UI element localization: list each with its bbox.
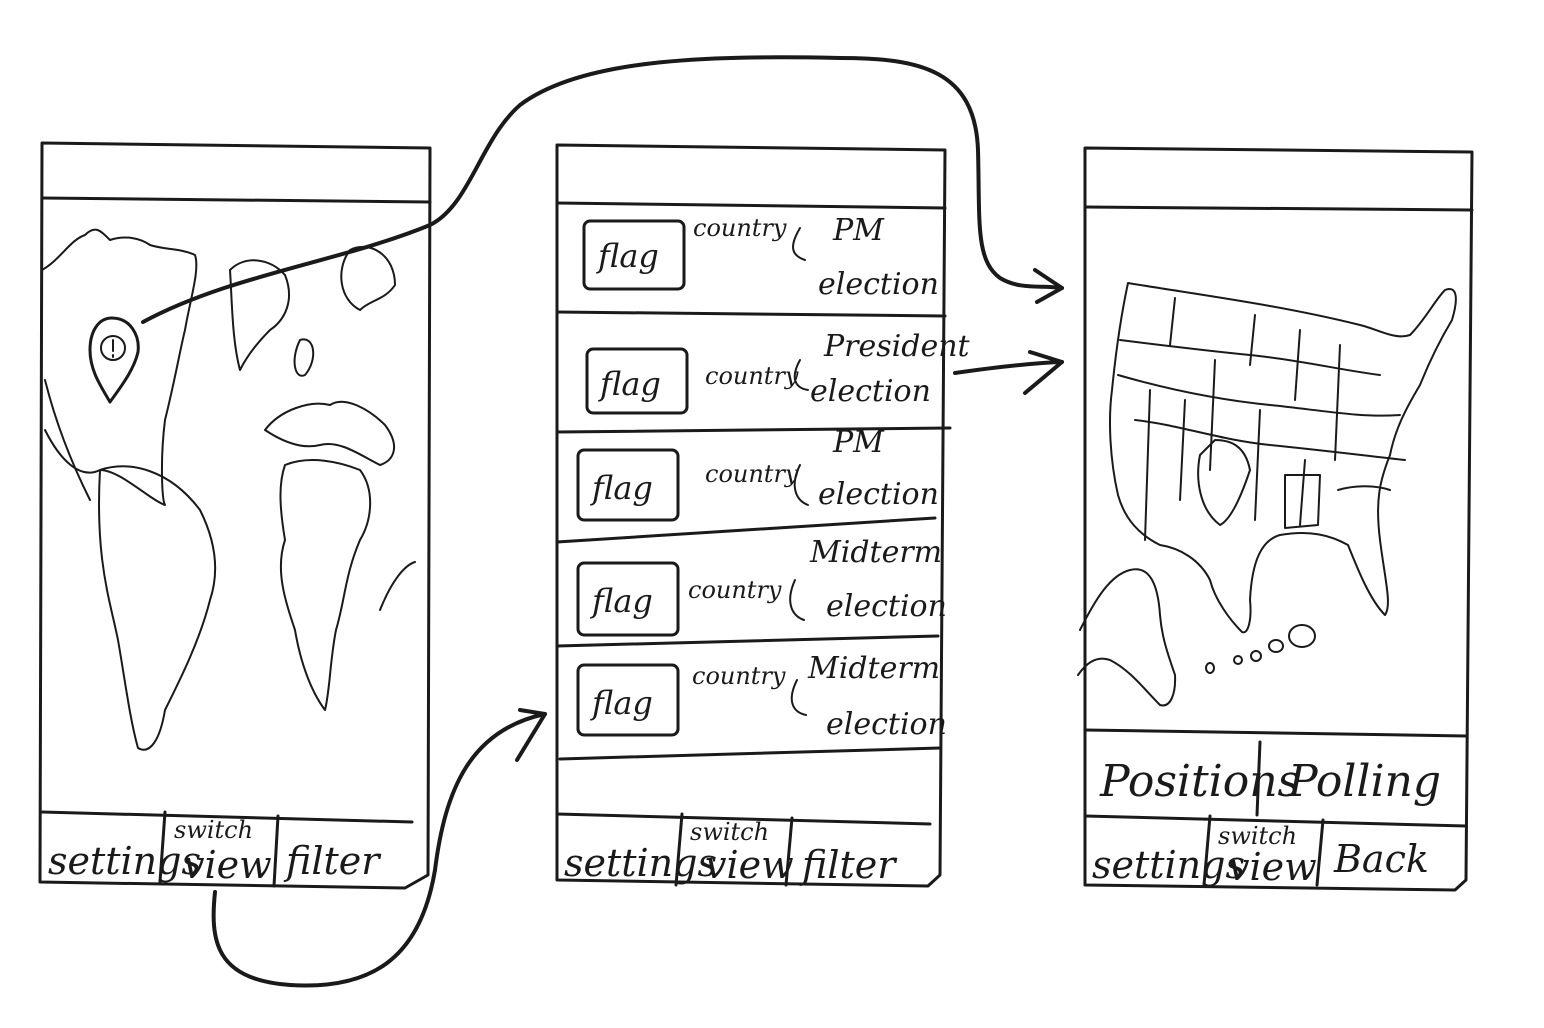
election-type-line1[interactable]: Midterm <box>808 651 941 686</box>
tab-switch-view-bottom[interactable]: view <box>183 843 272 887</box>
tab-settings[interactable]: settings <box>48 839 201 883</box>
flag-label: flag <box>592 684 653 722</box>
flag-boxes <box>576 219 689 737</box>
list-screen-frame <box>555 143 952 888</box>
election-type-line1[interactable]: Midterm <box>810 535 943 570</box>
election-type-line1[interactable]: PM <box>833 213 884 248</box>
tab-positions[interactable]: Positions <box>1100 756 1301 807</box>
tab-filter[interactable]: filter <box>802 843 896 887</box>
world-map <box>41 228 416 751</box>
tab-settings[interactable]: settings <box>1092 843 1245 887</box>
election-type-line2[interactable]: election <box>826 707 947 742</box>
tab-switch-view-bottom[interactable]: view <box>1228 845 1317 889</box>
tab-switch-view-top[interactable]: switch <box>174 816 254 844</box>
country-label: country <box>692 662 786 690</box>
flag-label: flag <box>592 469 653 507</box>
tab-settings[interactable]: settings <box>564 841 717 885</box>
flow-arrows <box>141 55 1064 988</box>
election-type-line1[interactable]: PM <box>833 425 884 460</box>
election-type-line2[interactable]: election <box>826 589 947 624</box>
tab-polling[interactable]: Polling <box>1288 756 1442 807</box>
election-type-line2[interactable]: election <box>810 374 931 409</box>
flag-label: flag <box>598 237 659 275</box>
country-label: country <box>705 460 799 488</box>
back-button[interactable]: Back <box>1334 837 1429 881</box>
country-label: country <box>688 576 782 604</box>
flag-label: flag <box>592 582 653 620</box>
tab-filter[interactable]: filter <box>286 839 380 883</box>
map-screen-frame <box>38 141 432 890</box>
country-label: country <box>705 362 799 390</box>
tab-switch-view-top[interactable]: switch <box>1218 822 1298 850</box>
country-label: country <box>693 214 787 242</box>
election-type-line1[interactable]: President <box>824 329 970 364</box>
tab-switch-view-top[interactable]: switch <box>690 818 770 846</box>
flag-label: flag <box>600 365 661 403</box>
detail-screen-frame <box>1083 146 1474 892</box>
election-type-line2[interactable]: election <box>818 477 939 512</box>
bracket-marks <box>789 227 809 716</box>
tab-switch-view-bottom[interactable]: view <box>705 843 794 887</box>
election-type-line2[interactable]: election <box>818 267 939 302</box>
map-pin-icon[interactable] <box>88 316 140 404</box>
usa-map <box>1077 282 1457 707</box>
